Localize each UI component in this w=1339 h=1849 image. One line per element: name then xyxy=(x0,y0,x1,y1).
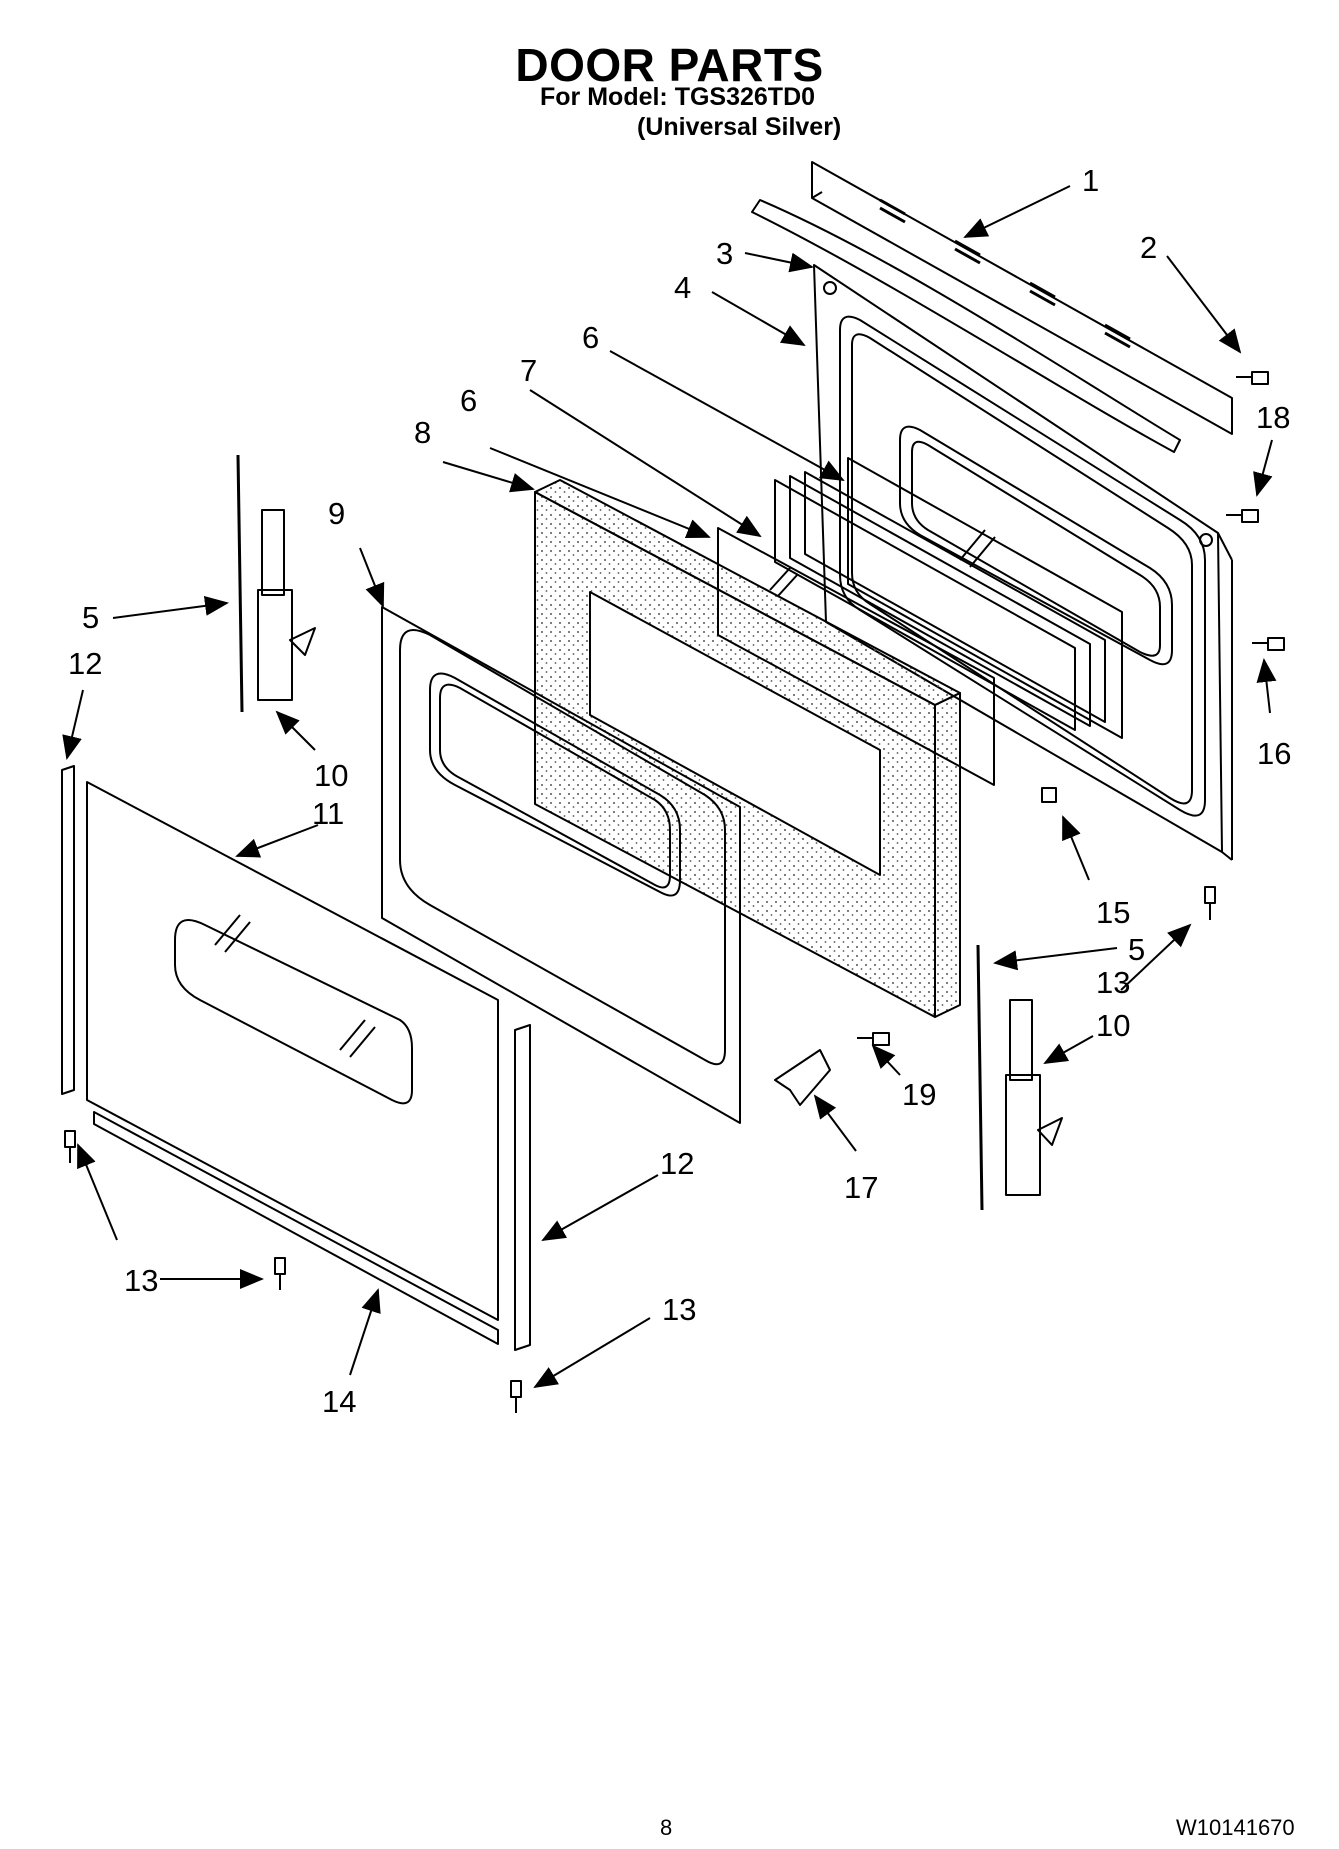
model-line: For Model: TGS326TD0 xyxy=(540,83,816,111)
side-trim-right xyxy=(514,1024,531,1351)
hinge-receiver-left xyxy=(236,454,244,713)
callout-13-bottom: 13 xyxy=(662,1292,697,1327)
callout-13-mid: 13 xyxy=(124,1263,159,1298)
callout-11: 11 xyxy=(312,796,345,831)
callout-6-lower: 6 xyxy=(460,383,478,418)
side-trim-left xyxy=(61,765,75,1095)
inner-glass-upper xyxy=(847,457,1123,739)
outer-door-panel xyxy=(86,781,499,1321)
callout-1: 1 xyxy=(1082,163,1100,198)
callout-7: 7 xyxy=(520,353,538,388)
door-liner-part xyxy=(381,606,741,1124)
callout-15: 15 xyxy=(1096,895,1131,930)
inner-door-panel xyxy=(813,264,1233,861)
screw-icons xyxy=(64,371,1285,1413)
glass-pack-frame xyxy=(774,471,1106,731)
callout-5-right: 5 xyxy=(1128,932,1146,967)
callout-6-upper: 6 xyxy=(582,320,600,355)
callout-17: 17 xyxy=(844,1170,879,1205)
callout-16: 16 xyxy=(1257,736,1292,771)
callout-2: 2 xyxy=(1140,230,1158,265)
callout-9: 9 xyxy=(328,496,346,531)
leader-lines xyxy=(62,185,1277,1389)
hinge-receiver-right xyxy=(976,944,984,1211)
callout-10-right: 10 xyxy=(1096,1008,1131,1043)
page-title: DOOR PARTS xyxy=(515,39,824,91)
callout-5-left: 5 xyxy=(82,600,100,635)
callout-12-right: 12 xyxy=(660,1146,695,1181)
vent-trim-part xyxy=(811,161,1233,435)
bracket-part xyxy=(774,1049,831,1106)
inner-glass-lower xyxy=(717,527,995,786)
clip-part xyxy=(1041,787,1057,803)
insulation-part xyxy=(534,479,961,1018)
callout-19: 19 xyxy=(902,1077,937,1112)
color-line: (Universal Silver) xyxy=(637,113,842,141)
callout-14: 14 xyxy=(322,1384,357,1419)
callout-4: 4 xyxy=(674,270,692,305)
hinge-left xyxy=(257,509,316,701)
callout-13-right: 13 xyxy=(1096,965,1131,1000)
callout-10-left: 10 xyxy=(314,758,349,793)
doc-number: W10141670 xyxy=(1176,1815,1295,1840)
callout-18: 18 xyxy=(1256,400,1291,435)
page-number: 8 xyxy=(660,1815,673,1840)
bottom-trim xyxy=(93,1111,499,1345)
callout-12-left: 12 xyxy=(68,646,103,681)
door-handle-part xyxy=(751,199,1181,453)
callout-3: 3 xyxy=(716,236,734,271)
callout-8: 8 xyxy=(414,415,432,450)
hinge-right xyxy=(1005,999,1063,1196)
